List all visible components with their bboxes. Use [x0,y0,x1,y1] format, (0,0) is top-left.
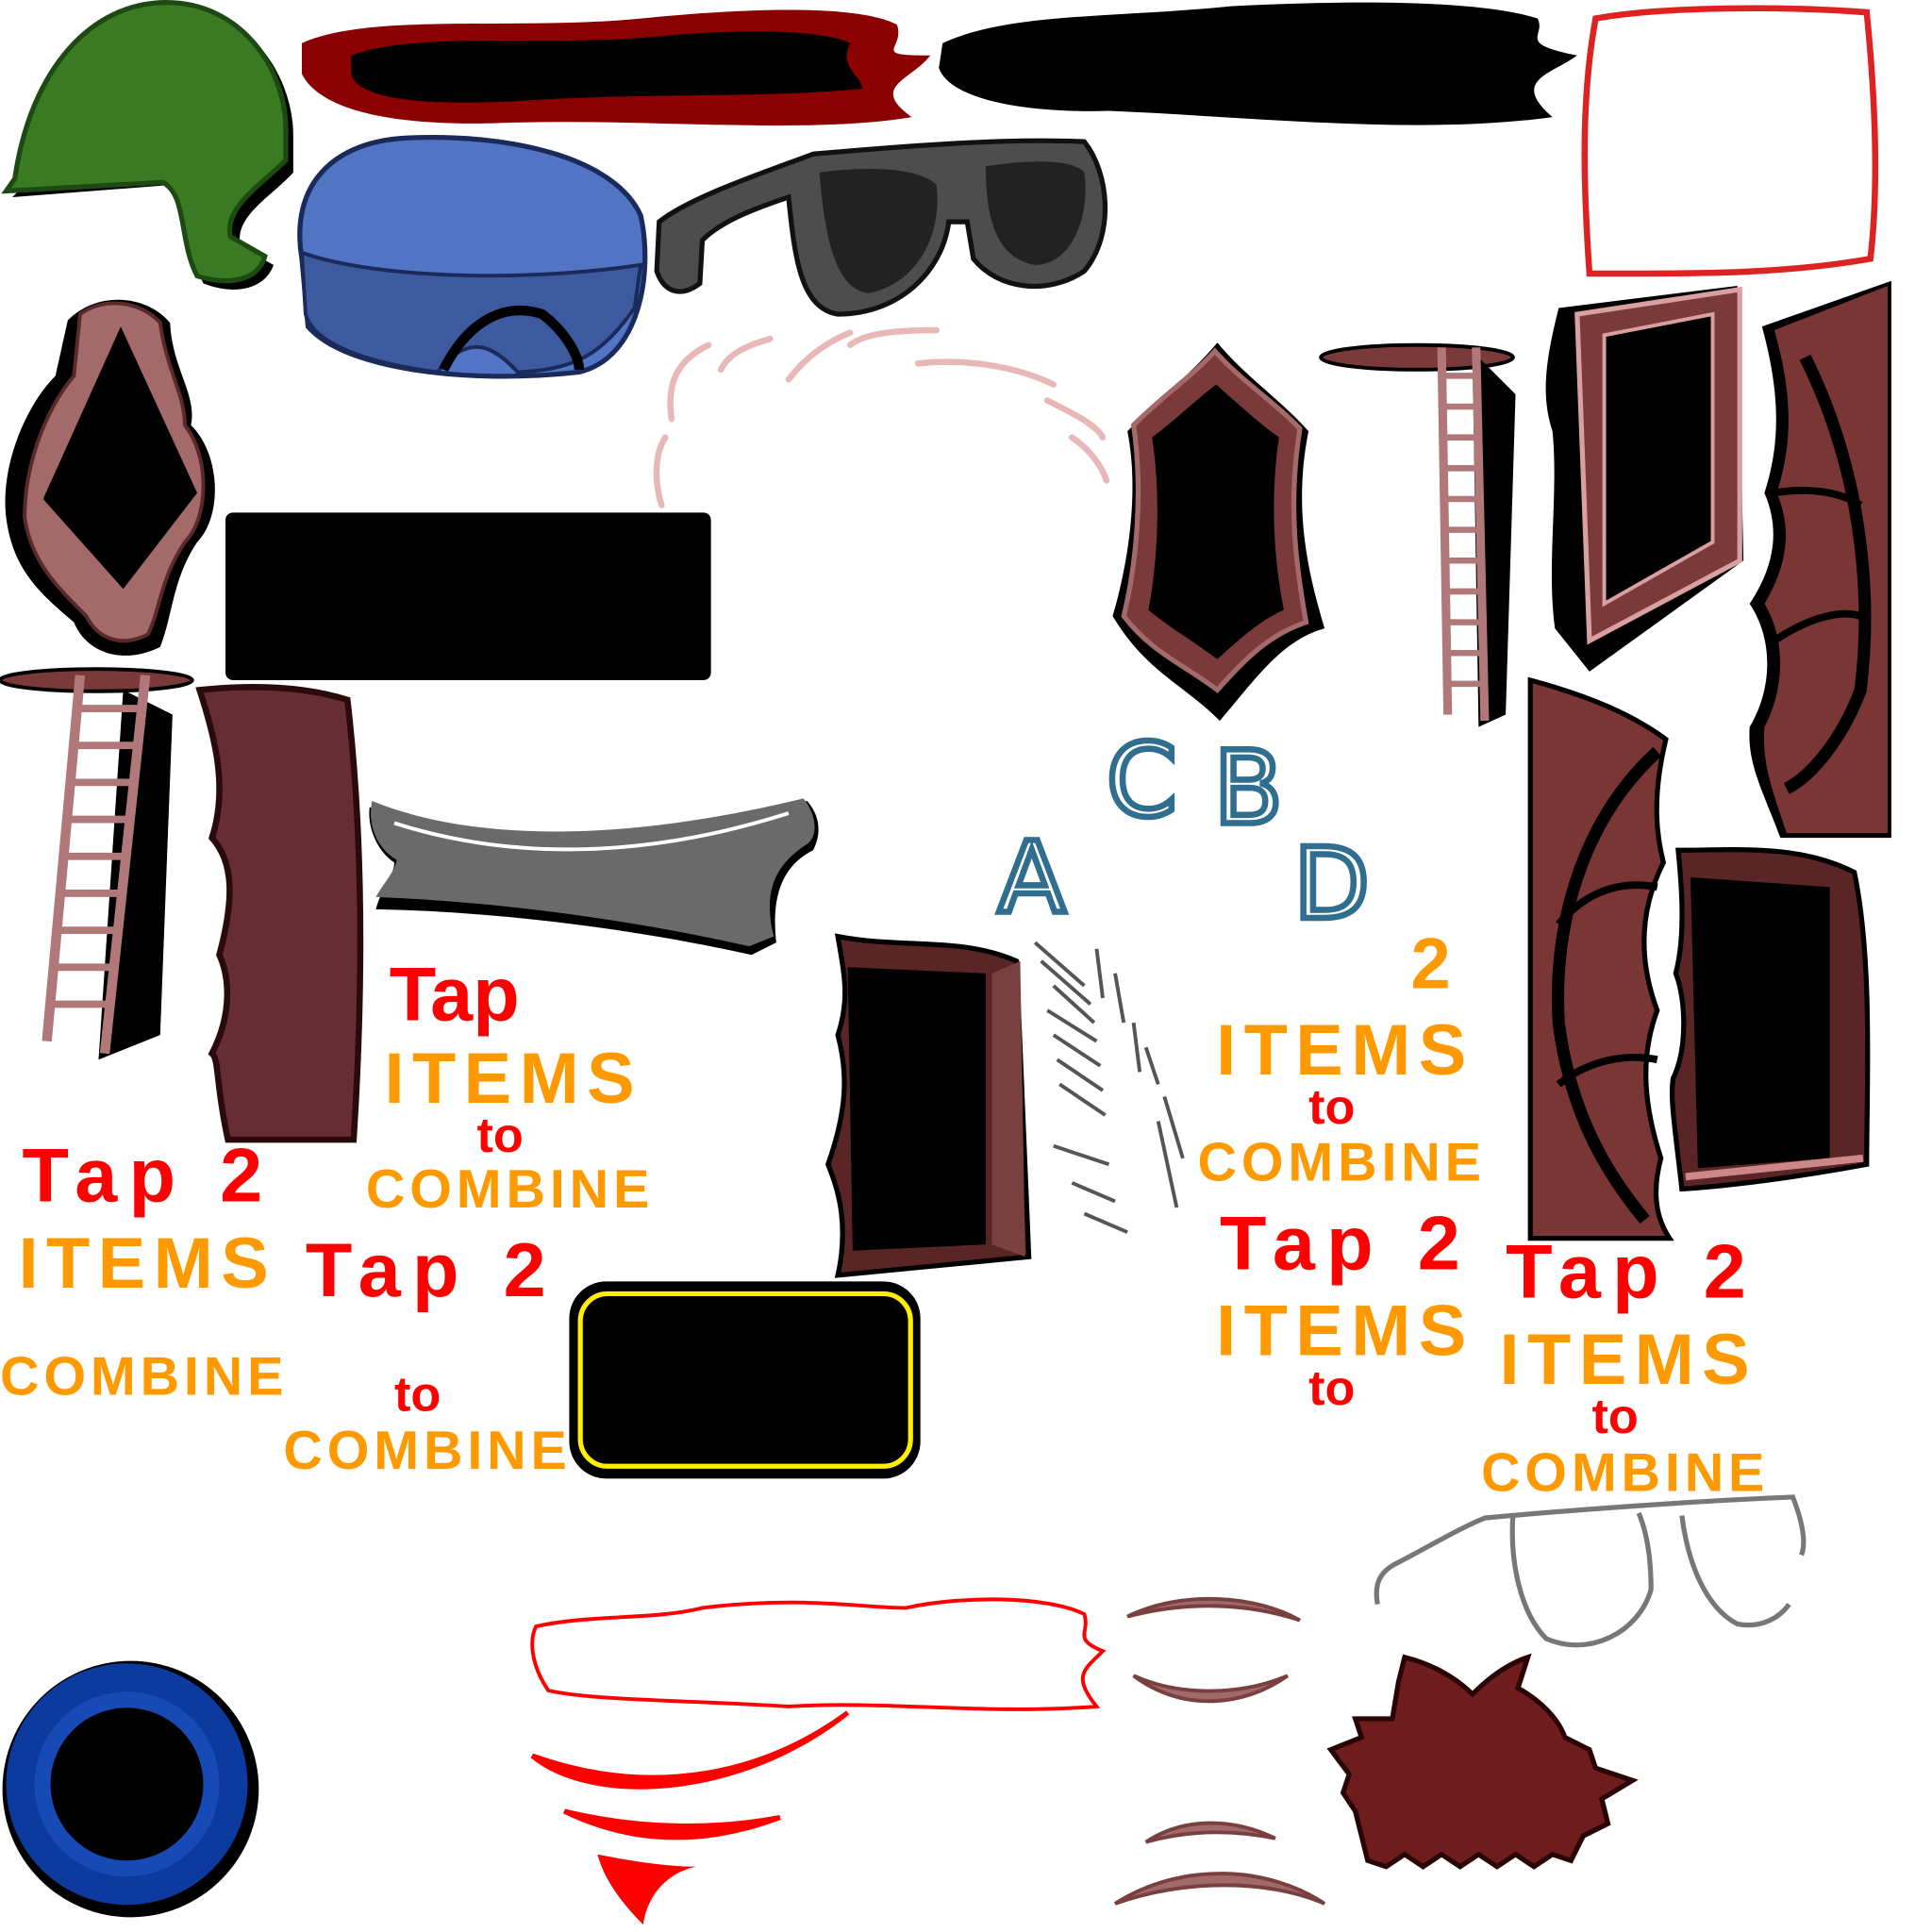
feather-sprite [1033,941,1185,1234]
sunglasses-sprite [654,138,1108,317]
red-outline-frame-sprite [1581,5,1879,277]
blue-ring-sprite [2,1660,259,1918]
glasses-outline-sprite [1374,1494,1807,1648]
two-text: 2 [1411,924,1451,1005]
tap-combine-label-1: Tap ITEMS to COMBINE [366,952,649,1220]
black-panel-sprite [225,512,711,680]
to-text: to [1308,1080,1355,1135]
items-text: ITEMS [385,1039,635,1119]
items-text: ITEMS [19,1224,269,1304]
pink-dashed-arc-sprite [653,326,1110,508]
letter-a: A [998,821,1065,936]
to-text: to [1308,1361,1355,1416]
brown-hair-sprite [1326,1653,1639,1870]
tap-combine-label-2: Tap 2 ITEMS COMBINE [0,1133,283,1407]
shield-frame-sprite [1112,342,1325,722]
tap-2-text: Tap 2 [306,1228,546,1313]
items-text: ITEMS [1500,1320,1750,1400]
door-right-sprite [1669,847,1871,1192]
brown-panel-sprite [195,684,364,1143]
combine-text: COMBINE [283,1421,566,1481]
tap-2-text: Tap 2 [1506,1229,1746,1314]
button-frame-sprite [569,1281,921,1479]
tap-combine-label-6: Tap 2 ITEMS to COMBINE [1481,1229,1764,1503]
combine-text: COMBINE [0,1347,283,1407]
diamond-frame-sprite [5,299,215,656]
red-wavy-banner-sprite [302,9,931,126]
curtain-large-sprite [1527,676,1674,1241]
tap-text: Tap [390,952,520,1037]
tap-combine-label-3: Tap 2 to COMBINE [283,1228,566,1481]
tap-2-text: Tap 2 [23,1133,263,1218]
to-text: to [476,1108,523,1163]
combine-text: COMBINE [1198,1132,1481,1192]
combine-text: COMBINE [1481,1442,1764,1503]
letter-b: B [1214,730,1283,847]
tap-combine-label-5: Tap 2 ITEMS to [1216,1201,1466,1416]
ladder-left-sprite [0,667,194,1060]
tap-combine-label-4: 2 ITEMS to COMBINE [1198,924,1481,1193]
to-text: to [1592,1390,1639,1444]
letter-c: C [1107,724,1177,841]
red-arc-sprites [530,1710,850,1925]
gray-bar-sprite [369,798,819,956]
perspective-frame-sprite [1545,286,1744,672]
items-text: ITEMS [1216,1291,1466,1372]
red-outline-banner-sprite [530,1597,1107,1711]
ladder-right-sprite [1319,342,1516,727]
door-left-sprite [824,933,1032,1278]
letter-d: D [1293,826,1369,941]
items-text: ITEMS [1216,1010,1466,1091]
green-helmet-sprite [1,0,293,290]
curtain-right-sprite [1749,280,1891,839]
letter-sprites: A B C D [995,720,1373,944]
black-wavy-banner-sprite [939,2,1577,125]
combine-text: COMBINE [366,1159,649,1220]
blue-beanie-sprite [297,135,648,379]
to-text: to [394,1368,441,1423]
eyebrow-sprites [1113,1596,1326,1906]
tap-2-text: Tap 2 [1220,1201,1460,1286]
